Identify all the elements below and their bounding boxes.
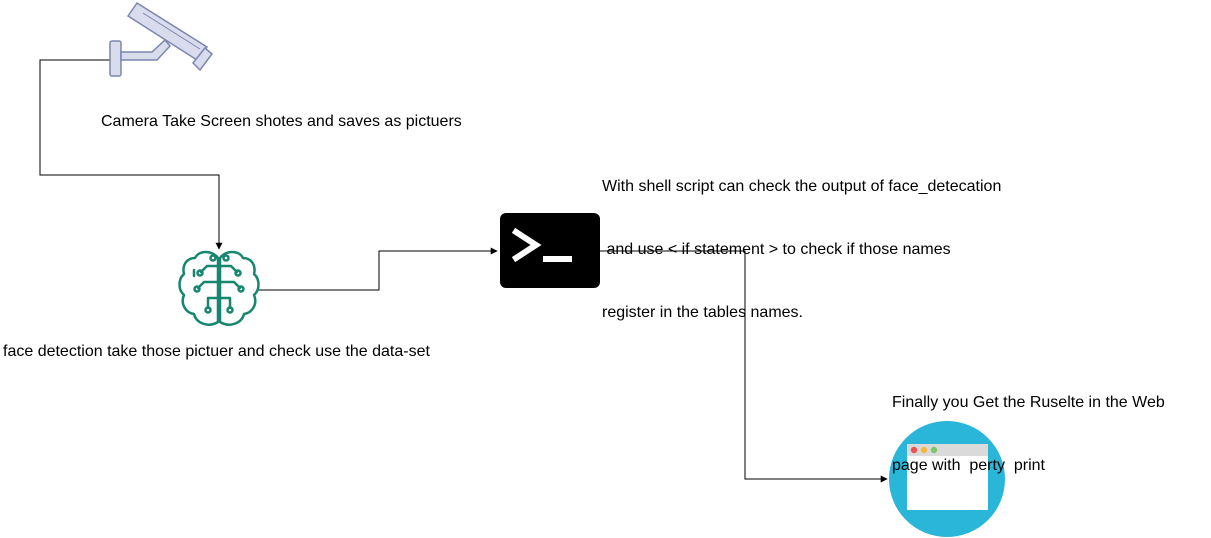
face-detection-label: face detection take those pictuer and ch… xyxy=(3,343,430,360)
camera-label: Camera Take Screen shotes and saves as p… xyxy=(101,113,462,130)
web-page-label-line: page with perty print xyxy=(892,457,1045,474)
shell-script-label: With shell script can check the output o… xyxy=(602,134,1001,344)
neural-brain-circuit-icon xyxy=(178,250,260,326)
edge-shell-to-web-page xyxy=(600,250,888,483)
shell-script-label-line: and use < if statement > to check if tho… xyxy=(602,241,951,258)
browser-window-icon xyxy=(889,421,1005,537)
security-camera-icon xyxy=(109,1,214,77)
shell-script-label-line: With shell script can check the output o… xyxy=(602,178,1002,195)
web-page-label-line: Finally you Get the Ruselte in the Web xyxy=(892,394,1165,411)
web-page-label: Finally you Get the Ruselte in the Web p… xyxy=(892,350,1165,497)
edge-camera-to-face-detection xyxy=(39,59,223,250)
shell-script-label-line: register in the tables names. xyxy=(602,304,803,321)
edge-face-detection-to-shell xyxy=(258,247,498,291)
terminal-prompt-icon xyxy=(500,213,600,288)
